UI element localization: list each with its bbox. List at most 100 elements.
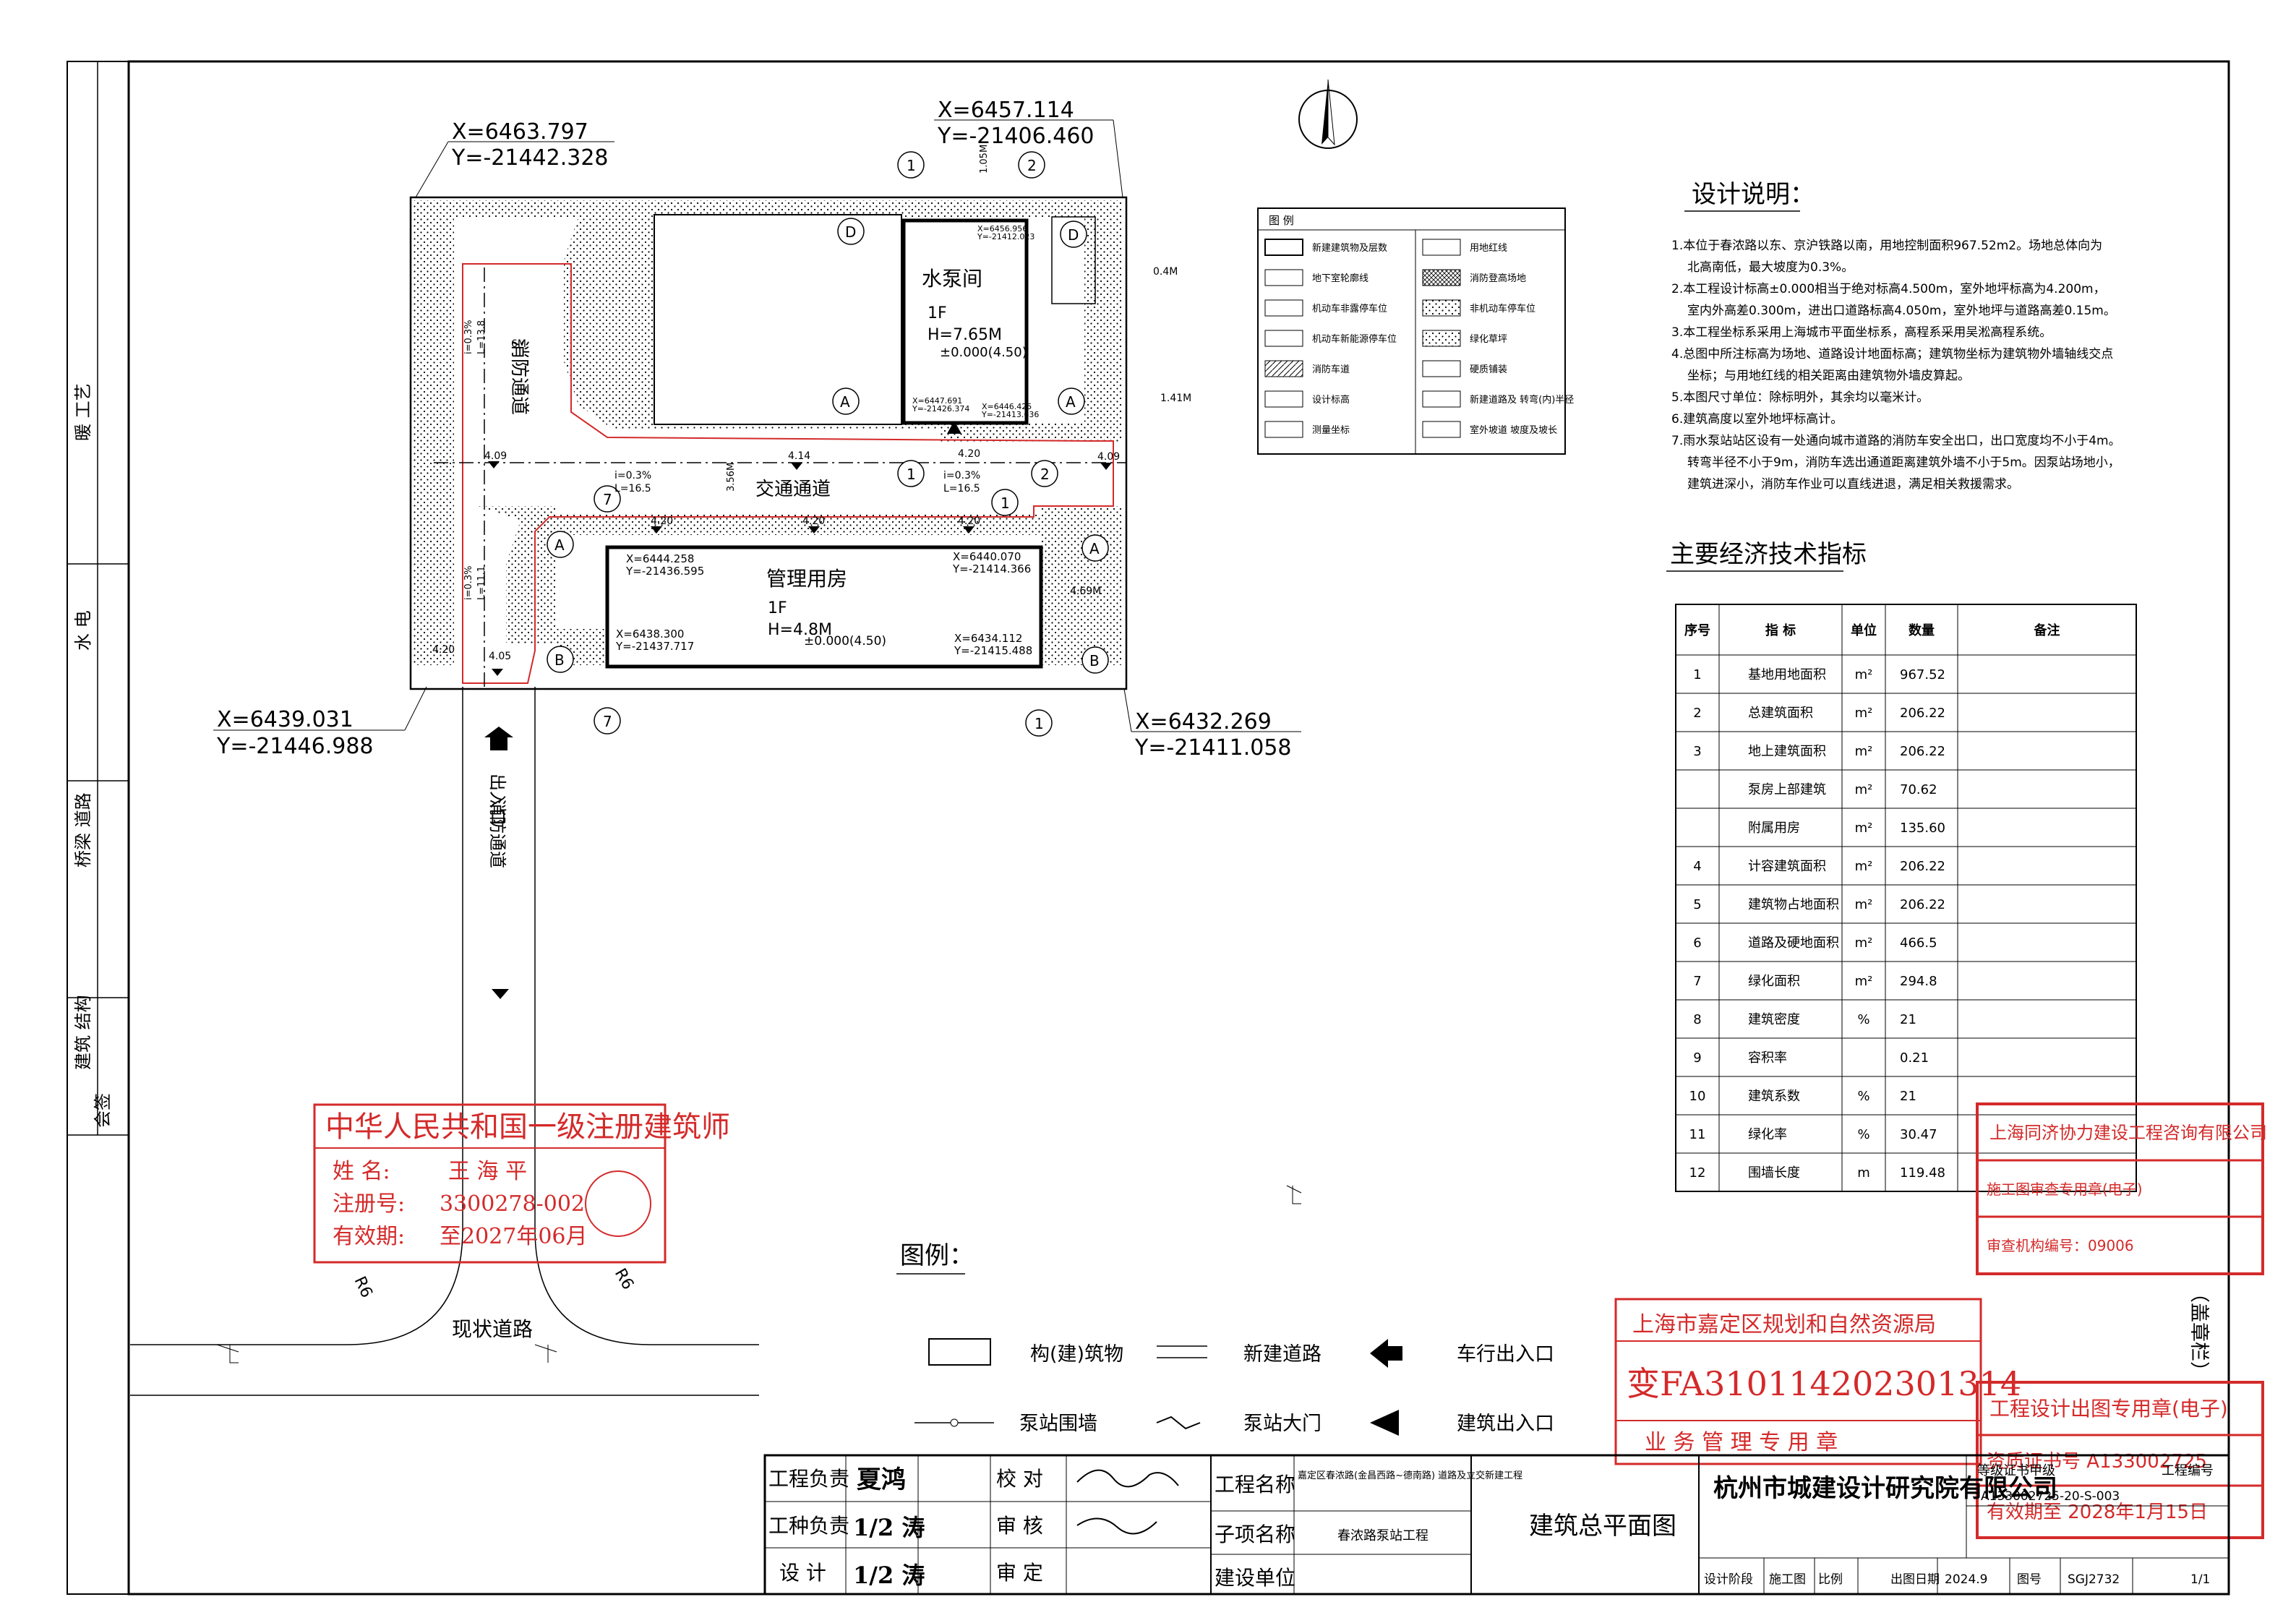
mgmt-coord-3x: X=6438.300	[616, 628, 684, 641]
svg-text:工程设计出图专用章(电子): 工程设计出图专用章(电子)	[1989, 1397, 2228, 1421]
note-line: 坐标；与用地红线的相关距离由建筑物外墙皮算起。	[1687, 369, 1970, 383]
management-house-floors: 1F	[768, 599, 787, 617]
signature-3: 1/2 涛	[853, 1562, 925, 1589]
table-cell: 5	[1693, 897, 1701, 912]
building-symbol	[928, 1338, 991, 1366]
note-line: 北高南低，最大坡度为0.3%。	[1687, 260, 1854, 275]
table-cell: 地上建筑面积	[1748, 744, 1826, 759]
legend-item: 新建建筑物及层数	[1312, 242, 1387, 254]
table-header: 指 标	[1765, 622, 1796, 638]
svg-text:A: A	[840, 393, 850, 411]
bottom-legend-title: 图例：	[900, 1241, 974, 1270]
svg-text:至2027年06月: 至2027年06月	[440, 1224, 588, 1249]
table-cell: 6	[1693, 935, 1701, 951]
mgmt-coord-2y: Y=-21414.366	[952, 562, 1031, 575]
design-notes: 设计说明：	[1684, 180, 1815, 212]
seal-column-label: （盖章栏）	[2188, 1283, 2210, 1381]
table-cell: 总建筑面积	[1748, 706, 1813, 721]
pump-house-height: H=7.65M	[928, 326, 1002, 344]
note-line: 3.本工程坐标系采用上海城市平面坐标系，高程系采用吴淞高程系统。	[1671, 325, 2052, 340]
bureau-stamp: 上海市嘉定区规划和自然资源局 变FA310114202301314 业 务 管 …	[1614, 1298, 2021, 1465]
table-cell: m²	[1855, 667, 1873, 682]
signature-2: 1/2 涛	[853, 1514, 925, 1541]
svg-text:6M: 6M	[511, 338, 526, 350]
legend-item: 机动车非露停车位	[1312, 303, 1387, 314]
reviewer-signature	[1076, 1517, 1157, 1535]
legend-box: 图 例	[1257, 207, 1566, 455]
table-cell: %	[1857, 1012, 1869, 1027]
svg-text:7: 7	[603, 491, 612, 508]
svg-text:L=16.5: L=16.5	[614, 483, 651, 494]
legend-swatch	[1422, 269, 1461, 286]
svg-text:上海市嘉定区规划和自然资源局: 上海市嘉定区规划和自然资源局	[1632, 1312, 1936, 1337]
signature-1: 夏鸿	[857, 1465, 906, 1494]
table-cell: 附属用房	[1748, 821, 1800, 836]
table-cell: 135.60	[1900, 821, 1945, 836]
table-cell: 建筑密度	[1748, 1012, 1800, 1027]
legend-swatch	[1422, 330, 1461, 347]
svg-text:注册号:: 注册号:	[333, 1191, 405, 1217]
svg-text:施工图: 施工图	[1769, 1572, 1806, 1587]
table-cell: m²	[1855, 859, 1873, 874]
table-cell: 建筑系数	[1748, 1089, 1800, 1104]
note-line: 转弯半径不小于9m，消防车选出通道距离建筑外墙不小于5m。因泵站场地小，	[1687, 455, 2120, 470]
pump-house-name: 水泵间	[922, 267, 982, 291]
project-name: 嘉定区春浓路(金昌西路~德南路) 道路及立交新建工程	[1298, 1470, 1522, 1481]
coord-nw-x: X=6463.797	[452, 119, 588, 145]
legend-swatch	[1264, 239, 1303, 256]
svg-text:2024.9: 2024.9	[1945, 1572, 1987, 1587]
side-label-top: 暖 工艺	[73, 383, 93, 441]
table-cell: 建筑物占地面积	[1748, 897, 1839, 912]
existing-road-label: 现状道路	[452, 1317, 533, 1341]
svg-text:工程负责: 工程负责	[768, 1467, 849, 1491]
radius-1-label: R6	[351, 1274, 376, 1301]
legend-swatch	[1264, 269, 1303, 286]
legend-item: 设计标高	[1312, 394, 1350, 406]
table-cell: 206.22	[1900, 897, 1945, 912]
table-cell: 206.22	[1900, 744, 1945, 759]
direction-arrow-icon	[492, 989, 509, 999]
svg-text:L=16.5: L=16.5	[943, 483, 980, 494]
svg-text:4.69M: 4.69M	[1070, 586, 1101, 597]
legend-swatch	[1422, 421, 1461, 438]
management-house-level: ±0.000(4.50)	[804, 634, 886, 648]
svg-text:设 计: 设 计	[779, 1561, 826, 1585]
legend-swatch	[1264, 360, 1303, 377]
table-cell: 119.48	[1900, 1165, 1945, 1181]
coord-sw-y: Y=-21446.988	[216, 734, 374, 759]
note-line: 2.本工程设计标高±0.000相当于绝对标高4.500m，室外地坪标高为4.20…	[1671, 282, 2106, 296]
management-house-name: 管理用房	[766, 567, 847, 591]
table-cell: m²	[1855, 706, 1873, 721]
table-cell: 294.8	[1900, 974, 1937, 989]
pump-coord-2y: Y=-21426.374	[912, 404, 969, 414]
coord-ne-y: Y=-21406.460	[937, 124, 1095, 149]
legend-swatch	[1422, 299, 1461, 317]
table-cell: m	[1857, 1165, 1870, 1181]
svg-text:4.14: 4.14	[788, 450, 810, 462]
legend-swatch	[1264, 390, 1303, 408]
table-cell: 3	[1693, 744, 1701, 759]
table-cell: 计容建筑面积	[1748, 859, 1826, 874]
table-header: 备注	[2034, 622, 2060, 638]
pump-house-floors: 1F	[928, 304, 947, 322]
table-cell: m²	[1855, 897, 1873, 912]
table-cell: 206.22	[1900, 859, 1945, 874]
table-header: 单位	[1851, 622, 1877, 638]
svg-text:B: B	[554, 651, 565, 669]
car-entry-icon	[1370, 1339, 1402, 1368]
north-arrow-icon	[1298, 79, 1358, 149]
legend-item: 新建道路及 转弯(内)半径	[1470, 394, 1574, 406]
legend-swatch	[1264, 330, 1303, 347]
svg-text:比例: 比例	[1818, 1572, 1843, 1587]
svg-text:桥梁 道路: 桥梁 道路	[73, 792, 93, 868]
table-cell: 11	[1689, 1127, 1706, 1142]
coord-sw-x: X=6439.031	[217, 707, 354, 732]
svg-text:i=0.3%: i=0.3%	[463, 320, 474, 354]
svg-text:i=0.3%: i=0.3%	[614, 470, 651, 481]
mgmt-coord-4x: X=6434.112	[954, 632, 1022, 645]
svg-text:工程名称: 工程名称	[1215, 1473, 1295, 1496]
building-entry-icon	[1370, 1410, 1399, 1436]
notes-title: 设计说明：	[1692, 180, 1815, 209]
svg-text:B: B	[1089, 652, 1100, 669]
